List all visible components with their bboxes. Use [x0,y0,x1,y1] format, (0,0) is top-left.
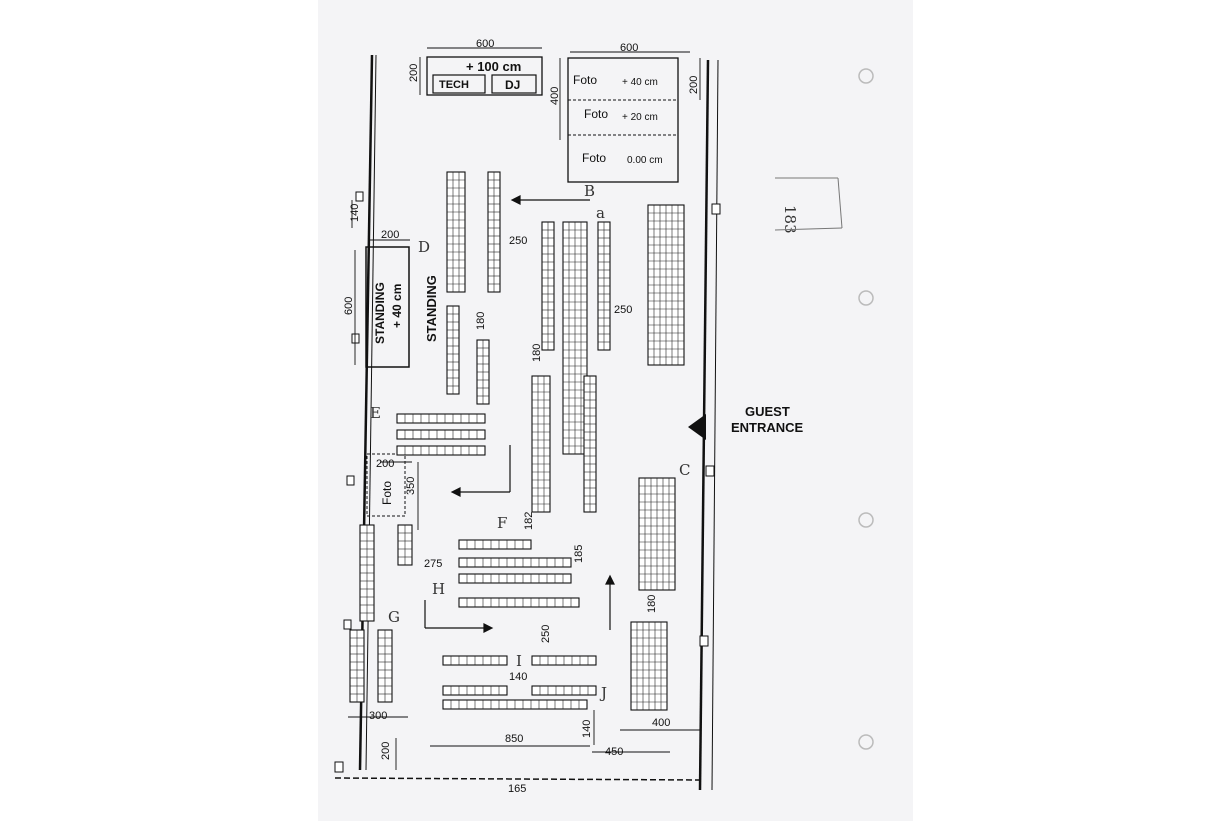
section-letters: D E F G H I J C B a [370,182,690,702]
seat-block-3 [446,305,460,395]
seat-block-16 [377,629,393,703]
entrance-arrow-icon [688,414,706,440]
dimension-labels: 600 600 200 400 200 140 200 600 250 180 … [343,38,700,760]
dim-bottom-gap: 200 [380,742,392,760]
guest-entrance: GUEST ENTRANCE [688,404,804,440]
dim-bottom-center: 850 [505,733,523,745]
dim-aisle-i: 250 [540,625,552,643]
side-foto-box: Foto [366,453,406,517]
side-foto-label: Foto [380,481,394,505]
seat-block-22 [531,655,597,666]
seat-block-15 [349,629,365,703]
seat-block-26 [647,204,685,366]
dim-bottom-right-block: 400 [652,717,670,729]
dim-aisle-center: 180 [531,344,543,362]
seat-block-27 [638,477,676,591]
seat-block-1 [446,171,466,293]
flow-arrows [424,195,615,633]
seat-block-7 [597,221,611,351]
seat-block-24 [531,685,597,696]
dim-row-gap-d: 180 [475,312,487,330]
section-letter-e: E [370,404,381,422]
dim-aisle-d: 250 [509,235,527,247]
dim-side-foto-length: 350 [405,477,417,495]
page-number: 165 [508,783,526,795]
seat-block-13 [359,524,375,622]
foto-zone-1-label: Foto [573,73,597,87]
seat-block-21 [442,655,508,666]
entrance-line-1: GUEST [745,404,790,419]
dim-side-foto-width: 200 [376,458,394,470]
dim-top-right: 600 [620,42,638,54]
seat-block-14 [397,524,413,566]
dim-aisle-g: 185 [573,545,585,563]
dimension-lines [348,47,701,770]
section-letter-j: J [599,684,607,702]
section-letter-i: I [516,652,522,670]
seat-block-9 [583,375,597,513]
seat-block-11 [396,429,486,440]
dim-aisle-b: 250 [614,304,632,316]
section-letter-d: D [418,238,430,256]
dim-standing-length: 600 [343,297,355,315]
dim-left-gap: 140 [349,204,361,222]
seat-block-10 [396,413,486,424]
seat-block-12 [396,445,486,456]
foto-zone-2-label: Foto [584,107,608,121]
dim-stage-depth: 200 [408,64,420,82]
section-letter-f: F [497,514,507,532]
seat-block-8 [531,375,551,513]
seat-block-23 [442,685,508,696]
stage-height-label: + 100 cm [466,59,521,74]
dj-label: DJ [505,78,520,92]
wall-pillars [334,191,721,773]
standing-platform-level: + 40 cm [390,284,404,328]
entrance-line-2: ENTRANCE [731,420,804,435]
dim-aisle-h: 275 [424,558,442,570]
section-letter-h: H [432,580,445,598]
dim-bottom-small: 140 [581,720,593,738]
tech-label: TECH [439,79,469,91]
standing-platform-label: STANDING [373,282,387,344]
dim-bottom-left: 300 [369,710,387,722]
dim-top-left: 600 [476,38,494,50]
seat-block-19 [458,573,572,584]
seat-block-20 [458,597,580,608]
foto-zone-1-level: + 40 cm [622,77,658,88]
seat-block-18 [458,557,572,568]
margin-note: 183 [781,205,799,234]
dim-standing-width: 200 [381,229,399,241]
section-letter-c: C [679,461,690,479]
stage-area: + 100 cm TECH DJ [426,56,543,96]
dim-foto-depth-right: 200 [688,76,700,94]
foto-zone-3-label: Foto [582,151,606,165]
dim-aisle-f: 182 [523,512,535,530]
dim-row-gap-i: 140 [509,671,527,683]
seat-block-5 [541,221,555,351]
dim-foto-depth-left: 400 [549,87,561,105]
standing-platform: STANDING + 40 cm [365,246,410,368]
seat-block-25 [442,699,588,710]
seat-block-28 [630,621,668,711]
section-letter-b: B [584,182,595,200]
section-letter-a: a [596,204,605,222]
standing-area-label: STANDING [424,275,439,342]
seat-block-2 [487,171,501,293]
seat-block-4 [476,339,490,405]
dim-bottom-right: 450 [605,746,623,758]
foto-zone-3-level: 0.00 cm [627,155,663,166]
binder-holes [858,68,874,750]
section-letter-g: G [388,608,400,626]
foto-zone-2-level: + 20 cm [622,112,658,123]
dim-aisle-right: 180 [646,595,658,613]
seat-block-6 [562,221,588,455]
seat-blocks [349,171,685,711]
seat-block-17 [458,539,532,550]
foto-zones: Foto + 40 cm Foto + 20 cm Foto 0.00 cm [567,57,679,183]
paper-sheet [318,0,913,821]
